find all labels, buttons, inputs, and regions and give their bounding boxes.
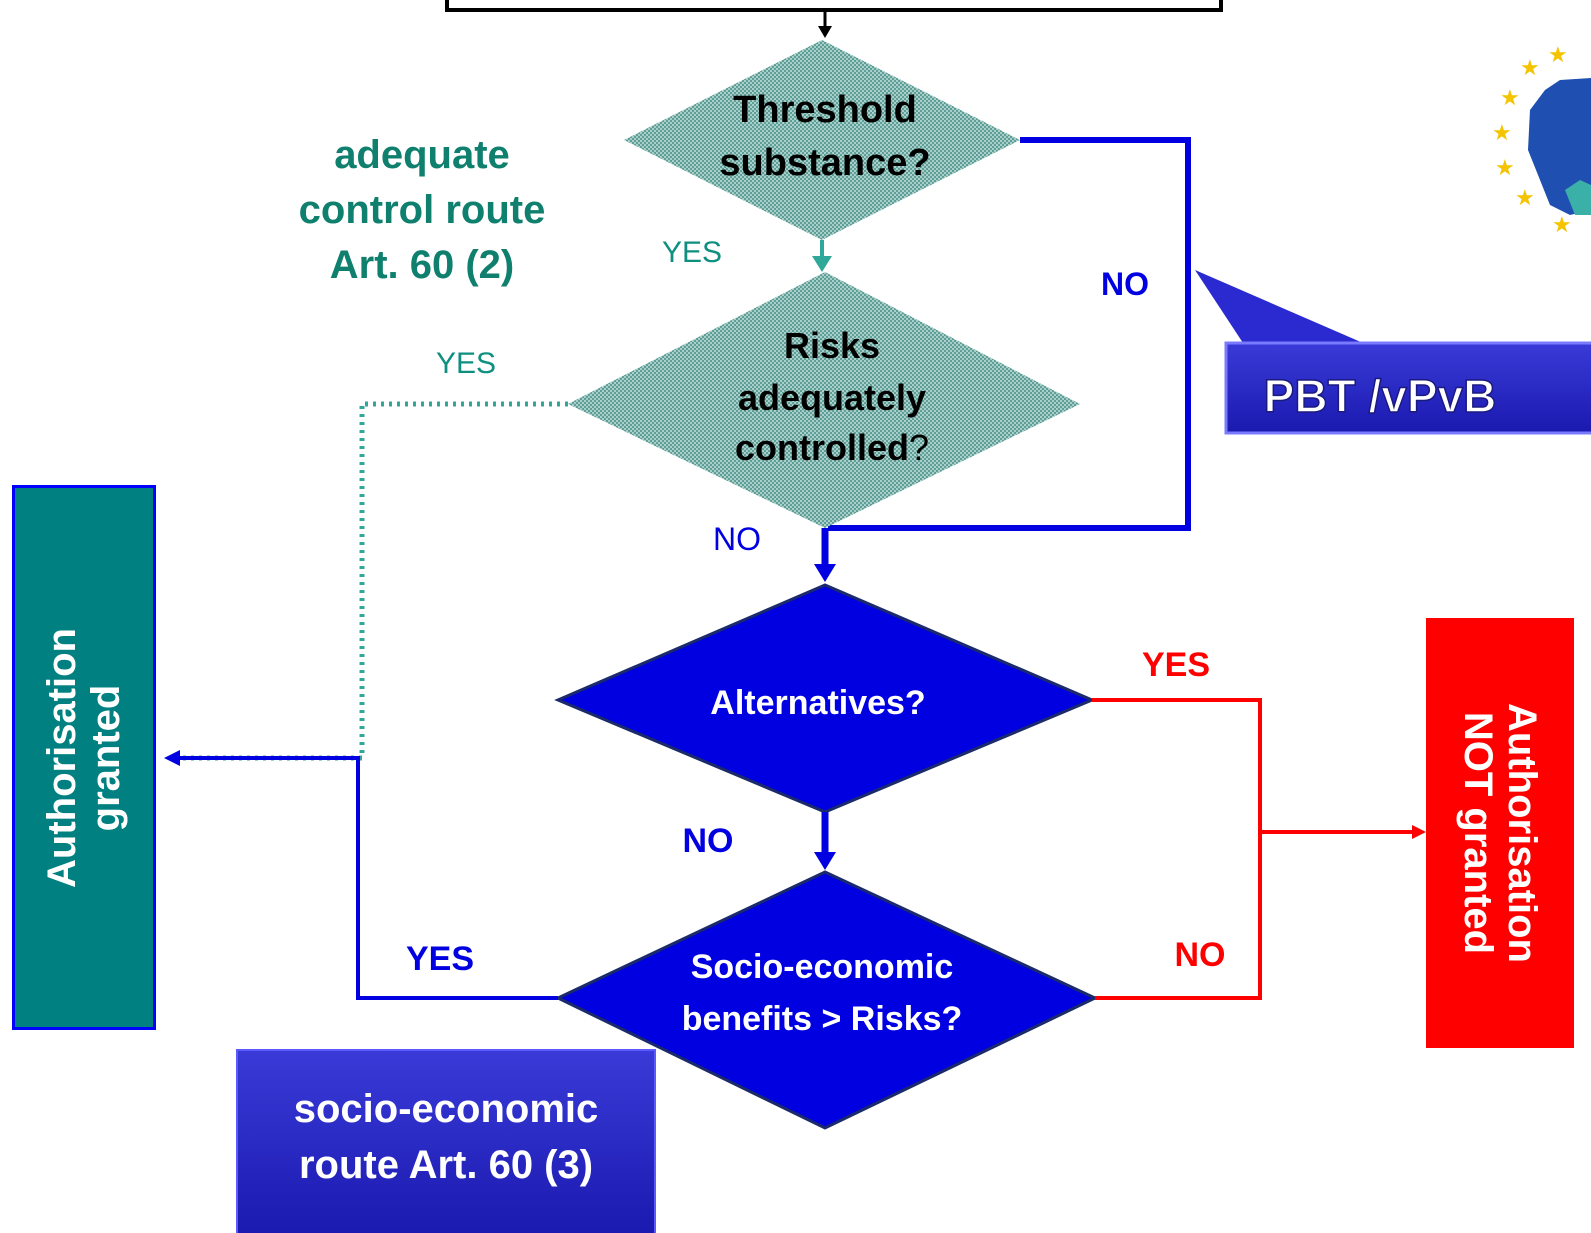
socio-label-1: Socio-economic bbox=[691, 948, 954, 986]
svg-text:★: ★ bbox=[1500, 85, 1520, 110]
alternatives-yes-connector bbox=[1092, 698, 1415, 834]
eu-map-logo: ★ ★ ★ ★ ★ ★ ★ bbox=[1492, 42, 1591, 237]
authorisation-granted-line2: granted bbox=[84, 684, 129, 831]
svg-text:★: ★ bbox=[1520, 55, 1540, 80]
socio-yes-connector bbox=[180, 756, 558, 1000]
risks-label-3a: controlled bbox=[735, 427, 909, 468]
svg-text:★: ★ bbox=[1495, 155, 1515, 180]
socio-route-line1: socio-economic bbox=[294, 1087, 599, 1131]
arrow-head bbox=[818, 26, 832, 38]
threshold-label-2: substance? bbox=[719, 142, 930, 184]
threshold-no-connector bbox=[828, 137, 1191, 531]
adequate-route-line2: control route bbox=[299, 188, 546, 232]
svg-text:★: ★ bbox=[1552, 212, 1572, 237]
authorisation-not-granted-text: Authorisation NOT granted bbox=[1456, 703, 1544, 963]
risks-diamond bbox=[568, 272, 1080, 528]
risks-label-2: adequately bbox=[738, 377, 926, 418]
threshold-no-label: NO bbox=[1101, 266, 1149, 302]
alternatives-no-label: NO bbox=[683, 822, 734, 860]
arrow-head bbox=[812, 256, 832, 272]
top-box bbox=[445, 0, 1223, 12]
arrow-head bbox=[814, 852, 836, 870]
risks-label-1: Risks bbox=[784, 325, 880, 366]
risks-no-label: NO bbox=[713, 521, 761, 557]
authorisation-not-granted-line2: NOT granted bbox=[1456, 711, 1501, 955]
authorisation-not-granted-line1: Authorisation bbox=[1500, 703, 1545, 963]
socio-no-connector bbox=[1095, 832, 1262, 1000]
authorisation-granted-text: Authorisation granted bbox=[40, 628, 128, 888]
risks-yes-connector bbox=[180, 401, 568, 761]
authorisation-granted-box: Authorisation granted bbox=[12, 485, 156, 1030]
adequate-route-line3: Art. 60 (2) bbox=[330, 243, 515, 287]
authorisation-not-granted-box: Authorisation NOT granted bbox=[1426, 618, 1574, 1048]
risks-yes-label: YES bbox=[436, 347, 496, 380]
pbt-callout-box bbox=[1224, 341, 1591, 435]
socio-route-box bbox=[236, 1049, 656, 1233]
arrow-head bbox=[1412, 825, 1426, 839]
svg-text:★: ★ bbox=[1515, 185, 1535, 210]
socio-label-2: benefits > Risks? bbox=[682, 1000, 963, 1038]
arrow-head bbox=[814, 564, 836, 582]
alternatives-yes-label: YES bbox=[1142, 646, 1210, 684]
socio-route-line2: route Art. 60 (3) bbox=[299, 1143, 593, 1187]
threshold-yes-label: YES bbox=[662, 236, 722, 269]
svg-text:★: ★ bbox=[1548, 42, 1568, 67]
risks-label-3b: ? bbox=[909, 427, 929, 468]
arrow-head bbox=[164, 750, 180, 766]
svg-text:★: ★ bbox=[1492, 120, 1512, 145]
risks-label-3: controlled? bbox=[735, 427, 929, 468]
socio-yes-label: YES bbox=[406, 940, 474, 978]
socio-diamond bbox=[554, 870, 1099, 1130]
adequate-route-line1: adequate bbox=[334, 133, 510, 177]
authorisation-granted-line1: Authorisation bbox=[40, 627, 85, 888]
pbt-callout-tail bbox=[1195, 270, 1370, 346]
socio-no-label: NO bbox=[1175, 936, 1226, 974]
threshold-label-1: Threshold bbox=[733, 89, 917, 131]
alternatives-label: Alternatives? bbox=[710, 684, 925, 722]
pbt-callout-label: PBT /vPvB bbox=[1264, 370, 1497, 422]
threshold-diamond bbox=[624, 40, 1020, 240]
